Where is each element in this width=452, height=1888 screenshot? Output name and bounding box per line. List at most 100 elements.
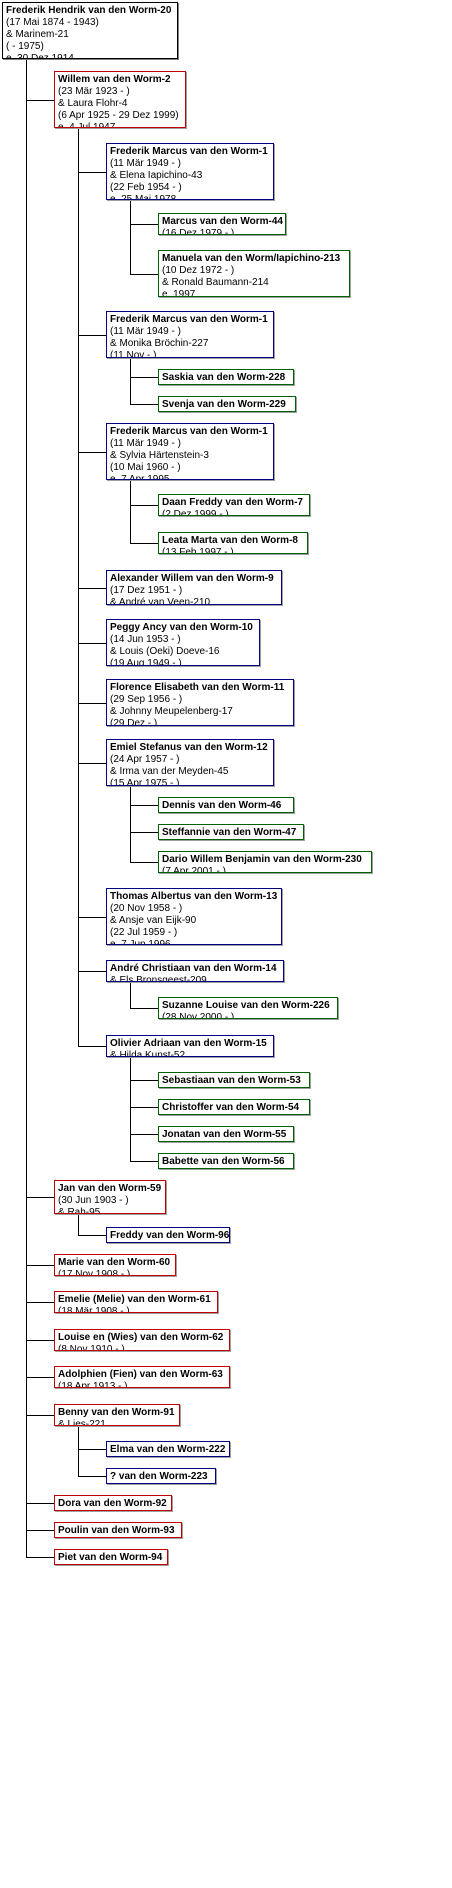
- person-detail: & Louis (Oeki) Doeve-16: [110, 646, 220, 657]
- person-box[interactable]: Leata Marta van den Worm-8(13 Feb 1997 -…: [158, 532, 308, 554]
- person-box[interactable]: Frederik Marcus van den Worm-1(11 Mär 19…: [106, 143, 274, 200]
- person-box[interactable]: Marcus van den Worm-44(16 Dez 1979 - ): [158, 213, 286, 235]
- connector-branch: [78, 763, 106, 764]
- person-box[interactable]: Poulin van den Worm-93: [54, 1522, 182, 1538]
- connector-trunk: [130, 480, 131, 544]
- person-name: Marie van den Worm-60: [58, 1257, 171, 1268]
- person-name: Saskia van den Worm-228: [162, 372, 286, 383]
- connector-branch: [26, 1265, 54, 1266]
- connector-trunk: [130, 1057, 131, 1162]
- person-box[interactable]: Christoffer van den Worm-54: [158, 1099, 310, 1115]
- person-box[interactable]: Steffannie van den Worm-47: [158, 824, 304, 840]
- connector-branch: [130, 1134, 158, 1135]
- person-detail: (22 Feb 1954 - ): [110, 182, 182, 193]
- person-name: Christoffer van den Worm-54: [162, 1102, 300, 1113]
- person-name: Jonatan van den Worm-55: [162, 1129, 287, 1140]
- connector-branch: [26, 1340, 54, 1341]
- person-box[interactable]: Dario Willem Benjamin van den Worm-230(7…: [158, 851, 372, 873]
- person-box[interactable]: Saskia van den Worm-228: [158, 369, 294, 385]
- person-detail: (17 Nov 1908 - ): [58, 1269, 131, 1276]
- person-box[interactable]: ? van den Worm-223: [106, 1468, 216, 1484]
- person-name: Piet van den Worm-94: [58, 1552, 163, 1563]
- person-box[interactable]: Suzanne Louise van den Worm-226(28 Nov 2…: [158, 997, 338, 1019]
- person-detail: e. 30 Dez 1914: [6, 53, 74, 59]
- connector-branch: [78, 172, 106, 173]
- person-box[interactable]: Svenja van den Worm-229: [158, 396, 296, 412]
- person-name: Emiel Stefanus van den Worm-12: [110, 742, 268, 753]
- person-box[interactable]: Piet van den Worm-94: [54, 1549, 168, 1565]
- person-detail: (15 Apr 1975 - ): [110, 778, 180, 786]
- person-detail: (11 Mär 1949 - ): [110, 438, 181, 449]
- person-box[interactable]: Jonatan van den Worm-55: [158, 1126, 294, 1142]
- connector-branch: [78, 588, 106, 589]
- person-box[interactable]: Frederik Marcus van den Worm-1(11 Mär 19…: [106, 423, 274, 480]
- person-box[interactable]: Freddy van den Worm-96: [106, 1227, 230, 1243]
- connector-branch: [26, 1302, 54, 1303]
- person-box[interactable]: Olivier Adriaan van den Worm-15& Hilda K…: [106, 1035, 274, 1057]
- connector-branch: [26, 1197, 54, 1198]
- person-name: Suzanne Louise van den Worm-226: [162, 1000, 330, 1011]
- person-name: Daan Freddy van den Worm-7: [162, 497, 303, 508]
- person-name: ? van den Worm-223: [110, 1471, 208, 1482]
- connector-trunk: [130, 982, 131, 1009]
- person-name: Dario Willem Benjamin van den Worm-230: [162, 854, 362, 865]
- person-box[interactable]: Florence Elisabeth van den Worm-11(29 Se…: [106, 679, 294, 726]
- person-box[interactable]: Emelie (Melie) van den Worm-61(18 Mär 19…: [54, 1291, 218, 1313]
- connector-branch: [130, 224, 158, 225]
- person-detail: & Lies-221: [58, 1419, 106, 1426]
- person-box[interactable]: Louise en (Wies) van den Worm-62(8 Nov 1…: [54, 1329, 230, 1351]
- person-detail: (6 Apr 1925 - 29 Dez 1999): [58, 110, 179, 121]
- person-detail: (10 Dez 1972 - ): [162, 265, 235, 276]
- person-detail: (13 Feb 1997 - ): [162, 547, 234, 554]
- person-detail: (10 Mai 1960 - ): [110, 462, 181, 473]
- person-box[interactable]: Peggy Ancy van den Worm-10(14 Jun 1953 -…: [106, 619, 260, 666]
- person-box[interactable]: Sebastiaan van den Worm-53: [158, 1072, 310, 1088]
- person-box[interactable]: Frederik Marcus van den Worm-1(11 Mär 19…: [106, 311, 274, 358]
- person-box[interactable]: Dora van den Worm-92: [54, 1495, 172, 1511]
- person-detail: & Marinem-21: [6, 29, 69, 40]
- person-detail: & André van Veen-210: [110, 597, 211, 605]
- connector-branch: [78, 452, 106, 453]
- person-detail: (8 Nov 1910 - ): [58, 1344, 125, 1351]
- person-name: Sebastiaan van den Worm-53: [162, 1075, 301, 1086]
- connector-trunk: [78, 1426, 79, 1477]
- person-name: Marcus van den Worm-44: [162, 216, 283, 227]
- person-box[interactable]: Marie van den Worm-60(17 Nov 1908 - ): [54, 1254, 176, 1276]
- connector-branch: [130, 505, 158, 506]
- person-name: André Christiaan van den Worm-14: [110, 963, 277, 974]
- person-box[interactable]: André Christiaan van den Worm-14& Els Br…: [106, 960, 284, 982]
- person-detail: (11 Mär 1949 - ): [110, 326, 181, 337]
- person-detail: e. 25 Mai 1978: [110, 194, 177, 200]
- person-box[interactable]: Emiel Stefanus van den Worm-12(24 Apr 19…: [106, 739, 274, 786]
- person-detail: & Els Bronsgeest-209: [110, 975, 207, 982]
- connector-branch: [78, 1235, 106, 1236]
- connector-branch: [78, 1046, 106, 1047]
- connector-branch: [26, 1530, 54, 1531]
- person-box[interactable]: Babette van den Worm-56: [158, 1153, 294, 1169]
- person-box[interactable]: Adolphien (Fien) van den Worm-63(18 Apr …: [54, 1366, 230, 1388]
- person-box[interactable]: Alexander Willem van den Worm-9(17 Dez 1…: [106, 570, 282, 605]
- person-box[interactable]: Benny van den Worm-91& Lies-221: [54, 1404, 180, 1426]
- person-box[interactable]: Manuela van den Worm/Iapichino-213(10 De…: [158, 250, 350, 297]
- person-detail: e. 1997: [162, 289, 196, 297]
- person-detail: (7 Apr 2001 - ): [162, 866, 226, 873]
- person-detail: (29 Sep 1956 - ): [110, 694, 183, 705]
- person-box[interactable]: Dennis van den Worm-46: [158, 797, 294, 813]
- connector-branch: [78, 1449, 106, 1450]
- person-box[interactable]: Thomas Albertus van den Worm-13(20 Nov 1…: [106, 888, 282, 945]
- person-box[interactable]: Elma van den Worm-222: [106, 1441, 230, 1457]
- connector-branch: [130, 1161, 158, 1162]
- person-name: Leata Marta van den Worm-8: [162, 535, 298, 546]
- person-name: Dennis van den Worm-46: [162, 800, 282, 811]
- person-box[interactable]: Daan Freddy van den Worm-7(2 Dez 1999 - …: [158, 494, 310, 516]
- person-detail: & Sylvia Härtenstein-3: [110, 450, 209, 461]
- person-detail: & Monika Bröchin-227: [110, 338, 209, 349]
- person-detail: & Irma van der Meyden-45: [110, 766, 229, 777]
- connector-branch: [26, 1377, 54, 1378]
- person-box[interactable]: Jan van den Worm-59(30 Jun 1903 - )& Rah…: [54, 1180, 166, 1214]
- person-name: Olivier Adriaan van den Worm-15: [110, 1038, 267, 1049]
- person-box[interactable]: Willem van den Worm-2(23 Mär 1923 - )& L…: [54, 71, 186, 128]
- person-detail: (11 Mär 1949 - ): [110, 158, 181, 169]
- connector-trunk: [130, 786, 131, 863]
- person-box[interactable]: Frederik Hendrik van den Worm-20(17 Mai …: [2, 2, 178, 59]
